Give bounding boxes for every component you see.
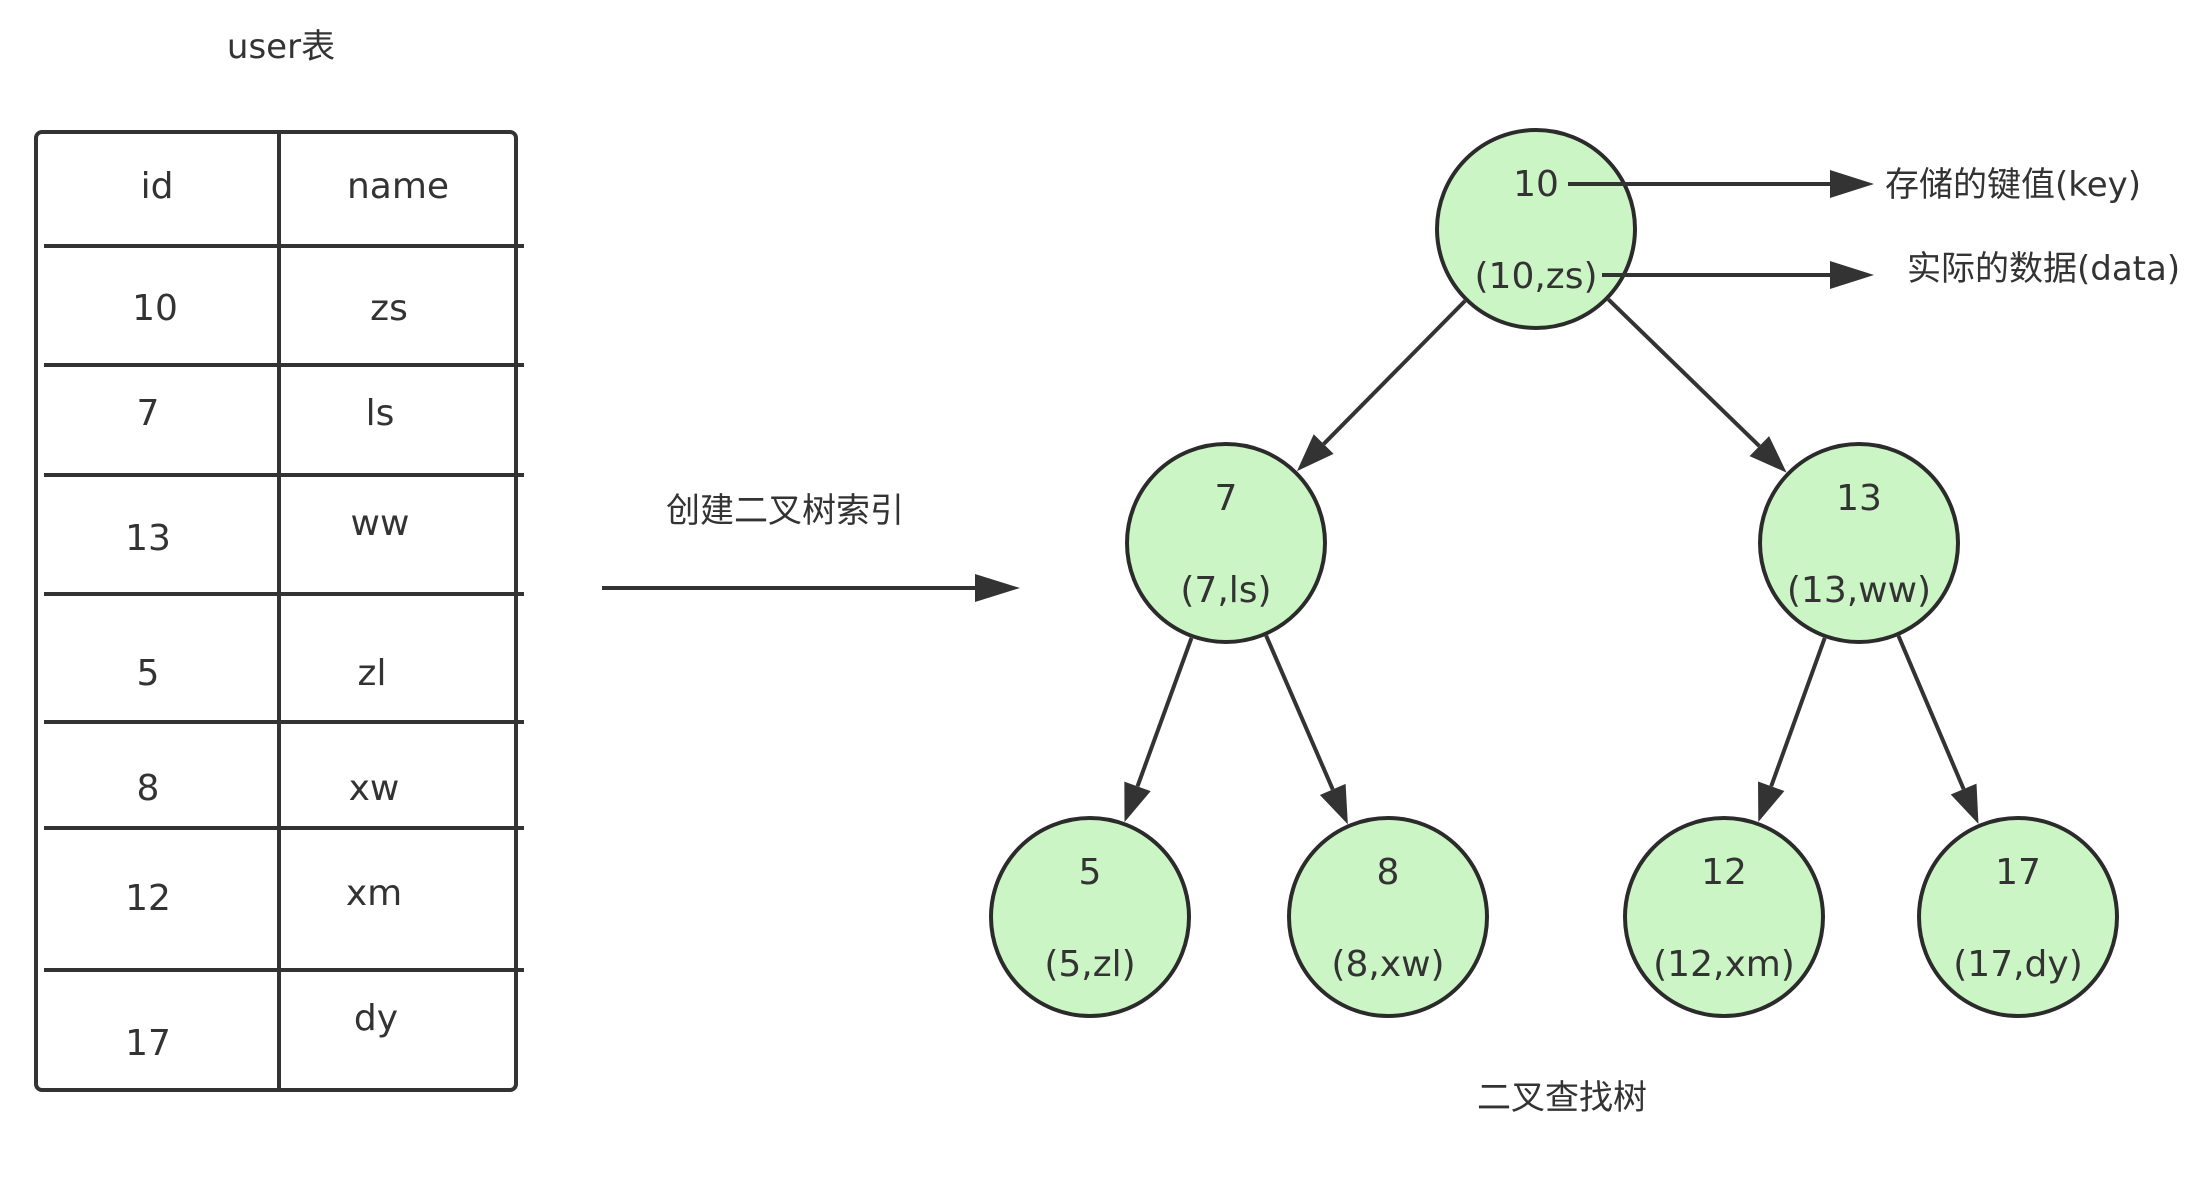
table-header-name: name <box>347 166 449 207</box>
table-cell-id: 10 <box>132 288 178 329</box>
tree-node-key: 8 <box>1377 852 1400 893</box>
tree-node-key: 13 <box>1836 478 1882 519</box>
tree-node-key: 17 <box>1995 852 2041 893</box>
tree-node-key: 12 <box>1701 852 1747 893</box>
table-cell-name: dy <box>354 998 398 1039</box>
tree-node-10: 10 (10,zs) <box>1435 128 1637 330</box>
table-cell-name: ls <box>366 393 395 434</box>
table-cell-id: 13 <box>125 518 171 559</box>
tree-node-5: 5 (5,zl) <box>989 816 1191 1018</box>
tree-node-12: 12 (12,xm) <box>1623 816 1825 1018</box>
table-cell-id: 7 <box>137 393 160 434</box>
user-table: id name 10 zs 7 ls 13 ww 5 zl 8 xw 12 xm… <box>34 130 524 1092</box>
annotation-data-label: 实际的数据(data) <box>1907 249 2180 289</box>
tree-node-13: 13 (13,ww) <box>1758 442 1960 644</box>
tree-node-data: (7,ls) <box>1180 570 1271 611</box>
tree-edge-n7-n5 <box>1135 637 1194 788</box>
table-cell-name: ww <box>351 503 410 544</box>
table-title: user表 <box>227 27 335 67</box>
annotation-key: 存储的键值(key) <box>1568 165 2141 205</box>
tree-edge-arrowhead <box>1749 436 1787 473</box>
tree-node-circle <box>1435 128 1637 330</box>
table-cell-id: 17 <box>125 1023 171 1064</box>
tree-edge-n10-n7 <box>1322 299 1467 446</box>
tree-edge-arrowhead <box>1124 781 1151 823</box>
tree-edge-n13-n17 <box>1896 635 1966 790</box>
tree-edge-arrowhead <box>1950 783 1979 825</box>
tree-nodes: 10 (10,zs) 7 (7,ls) 13 (13,ww) 5 (5,zl) 8 (8,xw) 1… <box>989 128 2119 1018</box>
tree-node-data: (10,zs) <box>1475 256 1598 297</box>
tree-node-circle <box>1917 816 2119 1018</box>
tree-edge-n13-n12 <box>1769 637 1827 787</box>
table-cell-name: xm <box>346 873 402 914</box>
table-header-id: id <box>141 166 174 207</box>
table-cell-name: zs <box>370 288 408 329</box>
tree-node-key: 5 <box>1079 852 1102 893</box>
transform-arrowhead <box>975 574 1020 602</box>
transform-label: 创建二叉树索引 <box>666 491 904 531</box>
tree-edge-arrowhead <box>1296 434 1334 472</box>
tree-node-circle <box>1623 816 1825 1018</box>
tree-node-key: 7 <box>1215 478 1238 519</box>
tree-node-circle <box>1125 442 1327 644</box>
table-border <box>34 130 518 1092</box>
tree-node-circle <box>1287 816 1489 1018</box>
annotation-data: 实际的数据(data) <box>1602 249 2180 289</box>
table-cell-name: xw <box>349 768 400 809</box>
table-cell-id: 8 <box>137 768 160 809</box>
tree-node-data: (17,dy) <box>1953 944 2083 985</box>
tree-edge-arrowhead <box>1319 783 1348 825</box>
table-cell-id: 5 <box>137 653 160 694</box>
tree-node-circle <box>1758 442 1960 644</box>
tree-node-17: 17 (17,dy) <box>1917 816 2119 1018</box>
table-cell-id: 12 <box>125 878 171 919</box>
tree-node-8: 8 (8,xw) <box>1287 816 1489 1018</box>
tree-node-data: (5,zl) <box>1044 944 1135 985</box>
tree-node-data: (8,xw) <box>1331 944 1444 985</box>
tree-edge-arrowhead <box>1758 781 1785 822</box>
table-cell-name: zl <box>358 653 387 694</box>
tree-edges <box>1124 297 1979 825</box>
tree-node-data: (13,ww) <box>1787 570 1931 611</box>
tree-caption: 二叉查找树 <box>1477 1078 1647 1118</box>
tree-node-key: 10 <box>1513 164 1559 205</box>
tree-node-7: 7 (7,ls) <box>1125 442 1327 644</box>
tree-edge-n7-n8 <box>1264 634 1335 791</box>
tree-node-circle <box>989 816 1191 1018</box>
annotation-key-label: 存储的键值(key) <box>1885 165 2141 205</box>
tree-node-data: (12,xm) <box>1653 944 1795 985</box>
tree-edge-n10-n13 <box>1607 297 1761 448</box>
